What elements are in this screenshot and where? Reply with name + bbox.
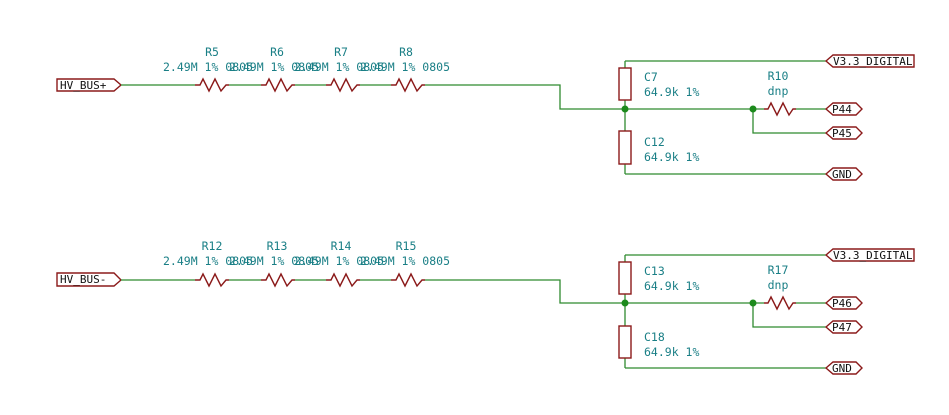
wire-input-line xyxy=(121,279,625,304)
r10-value: dnp xyxy=(768,84,789,98)
wire-signal xyxy=(625,108,826,134)
capacitor-c18[interactable]: C18 64.9k 1% xyxy=(618,325,699,359)
c18-value: 64.9k 1% xyxy=(644,345,699,359)
r13-ref: R13 xyxy=(267,239,288,253)
r8-ref: R8 xyxy=(399,45,413,59)
port-gnd-label: GND xyxy=(832,168,852,181)
r5-ref: R5 xyxy=(205,45,219,59)
resistor-r12[interactable]: R12 2.49M 1% 0805 xyxy=(163,239,253,288)
port-hv-bus-minus[interactable]: HV_BUS- xyxy=(56,272,123,287)
resistor-r14[interactable]: R14 2.49M 1% 0805 xyxy=(294,239,384,288)
c13-value: 64.9k 1% xyxy=(644,279,699,293)
resistor-r17[interactable]: R17 dnp xyxy=(764,263,796,311)
c7-value: 64.9k 1% xyxy=(644,85,699,99)
wire-input-line xyxy=(121,84,625,110)
port-p46-label: P46 xyxy=(832,297,852,310)
port-p47[interactable]: P47 xyxy=(824,320,863,334)
port-v3-3-digital-label: V3.3_DIGITAL xyxy=(833,249,913,262)
r14-ref: R14 xyxy=(331,239,352,253)
c18-ref: C18 xyxy=(644,330,665,344)
port-hv-bus-minus-label: HV_BUS- xyxy=(60,273,106,286)
port-v3-3-digital[interactable]: V3.3_DIGITAL xyxy=(824,54,915,68)
port-p46[interactable]: P46 xyxy=(824,296,863,310)
junction-dot xyxy=(749,299,757,307)
r6-ref: R6 xyxy=(270,45,284,59)
r12-value: 2.49M 1% 0805 xyxy=(163,254,253,268)
port-hv-bus-plus[interactable]: HV_BUS+ xyxy=(56,78,123,92)
junction-dot xyxy=(621,299,629,307)
capacitor-c13[interactable]: C13 64.9k 1% xyxy=(618,261,699,295)
port-hv-bus-plus-label: HV_BUS+ xyxy=(60,79,107,92)
resistor-r6[interactable]: R6 2.49M 1% 0805 xyxy=(229,45,319,93)
r6-value: 2.49M 1% 0805 xyxy=(229,60,319,74)
circuit-hv-bus-plus: HV_BUS+ R5 2.49M 1% 0805 R6 2.49M 1% 080… xyxy=(56,45,915,181)
c12-value: 64.9k 1% xyxy=(644,150,699,164)
circuit-hv-bus-minus: HV_BUS- R12 2.49M 1% 0805 R13 2.49M 1% 0… xyxy=(56,239,915,375)
resistor-r10[interactable]: R10 dnp xyxy=(764,69,796,117)
resistor-r15[interactable]: R15 2.49M 1% 0805 xyxy=(360,239,450,288)
r10-ref: R10 xyxy=(768,69,789,83)
junction-dot xyxy=(749,105,757,113)
c12-ref: C12 xyxy=(644,135,665,149)
port-gnd[interactable]: GND xyxy=(824,167,863,181)
port-p47-label: P47 xyxy=(832,321,852,334)
port-gnd-label: GND xyxy=(832,362,852,375)
r17-ref: R17 xyxy=(768,263,789,277)
port-gnd[interactable]: GND xyxy=(824,361,863,375)
port-p44[interactable]: P44 xyxy=(824,102,863,116)
r7-ref: R7 xyxy=(334,45,348,59)
port-v3-3-digital-label: V3.3_DIGITAL xyxy=(833,55,913,68)
resistor-r7[interactable]: R7 2.49M 1% 0805 xyxy=(294,45,384,93)
r7-value: 2.49M 1% 0805 xyxy=(294,60,384,74)
port-p45[interactable]: P45 xyxy=(824,126,863,140)
junction-dot xyxy=(621,105,629,113)
r14-value: 2.49M 1% 0805 xyxy=(294,254,384,268)
resistor-r13[interactable]: R13 2.49M 1% 0805 xyxy=(229,239,319,288)
wire-signal xyxy=(625,302,826,328)
port-v3-3-digital[interactable]: V3.3_DIGITAL xyxy=(824,248,915,262)
r12-ref: R12 xyxy=(202,239,223,253)
r15-ref: R15 xyxy=(396,239,417,253)
r8-value: 2.49M 1% 0805 xyxy=(360,60,450,74)
r17-value: dnp xyxy=(768,278,789,292)
port-p45-label: P45 xyxy=(832,127,852,140)
capacitor-c7[interactable]: C7 64.9k 1% xyxy=(618,67,699,101)
port-p44-label: P44 xyxy=(832,103,852,116)
r13-value: 2.49M 1% 0805 xyxy=(229,254,319,268)
resistor-r5[interactable]: R5 2.49M 1% 0805 xyxy=(163,45,253,93)
resistor-r8[interactable]: R8 2.49M 1% 0805 xyxy=(360,45,450,93)
c7-ref: C7 xyxy=(644,70,658,84)
c13-ref: C13 xyxy=(644,264,665,278)
capacitor-c12[interactable]: C12 64.9k 1% xyxy=(618,130,699,165)
r5-value: 2.49M 1% 0805 xyxy=(163,60,253,74)
r15-value: 2.49M 1% 0805 xyxy=(360,254,450,268)
